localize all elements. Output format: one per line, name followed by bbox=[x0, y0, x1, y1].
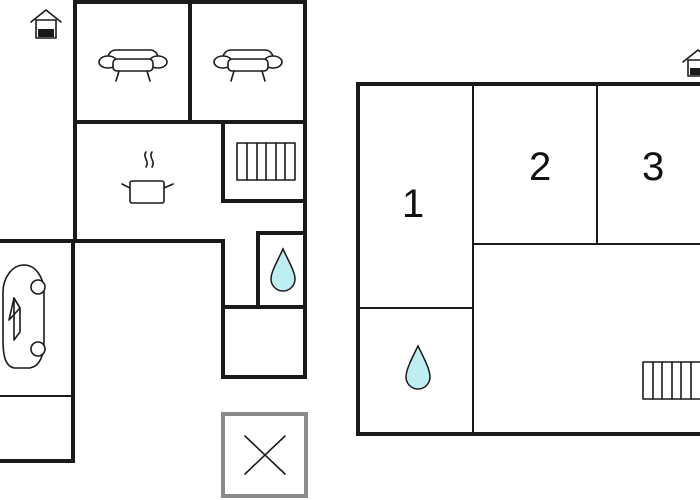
stairs-box bbox=[221, 120, 307, 203]
room-label-3: 3 bbox=[642, 145, 664, 189]
left-building bbox=[0, 0, 308, 498]
open-area-frame bbox=[221, 412, 308, 498]
stairs-icon bbox=[642, 361, 700, 400]
stairs-icon bbox=[236, 142, 296, 181]
sofa-icon bbox=[98, 49, 168, 82]
water-drop-icon bbox=[270, 247, 296, 292]
sofa-icon bbox=[213, 49, 283, 82]
garage-outline bbox=[0, 239, 75, 463]
entrance-icon bbox=[30, 9, 62, 39]
open-space-cross-icon bbox=[244, 435, 286, 475]
entrance-icon bbox=[682, 49, 700, 77]
right-building-outline bbox=[356, 82, 700, 436]
right-building: 1 2 3 bbox=[356, 49, 700, 436]
kitchen-pot-icon bbox=[121, 151, 174, 204]
room-label-2: 2 bbox=[529, 145, 551, 189]
water-drop-icon bbox=[405, 344, 431, 390]
room-label-1: 1 bbox=[402, 182, 424, 226]
car-icon bbox=[2, 264, 46, 369]
